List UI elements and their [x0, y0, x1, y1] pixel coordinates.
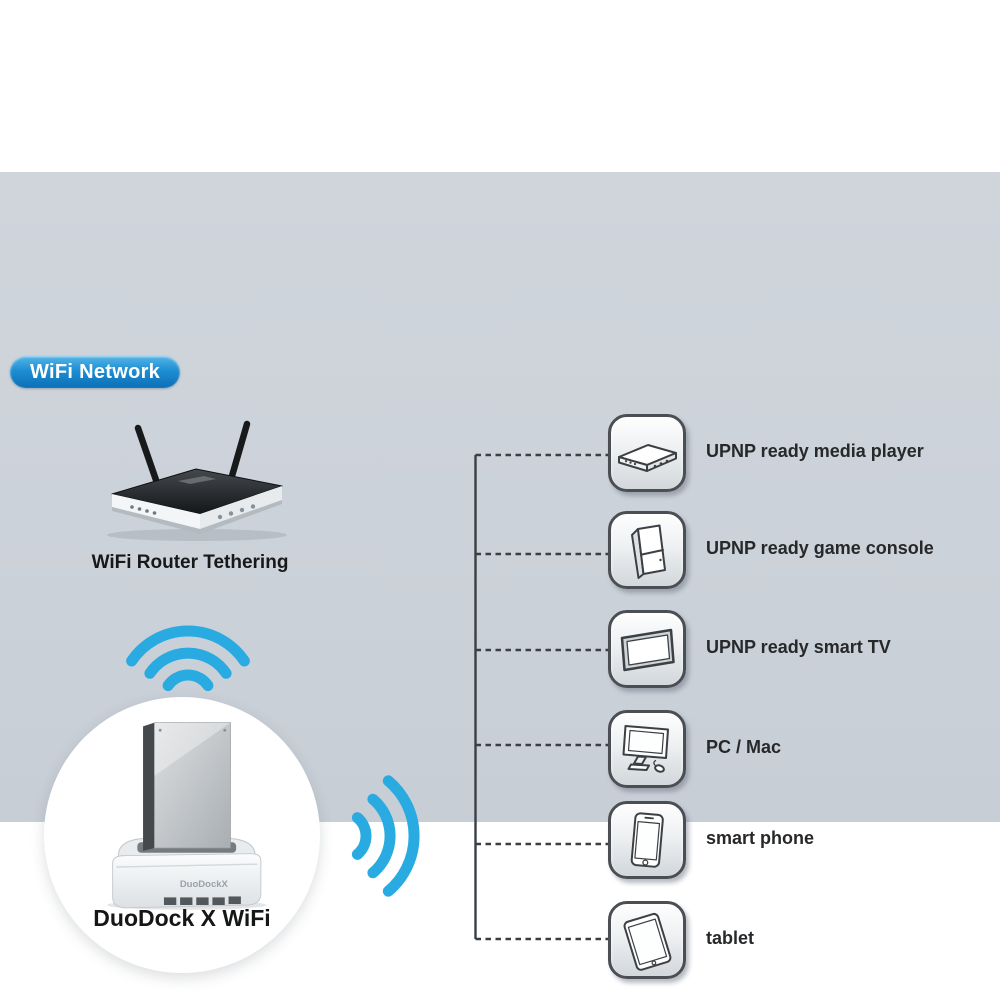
dock-brand-text: DuoDockX	[180, 879, 229, 890]
device-label-pc-mac: PC / Mac	[706, 737, 782, 757]
badge-label: WiFi Network	[30, 360, 161, 383]
wifi-waves-right-icon	[351, 775, 420, 897]
device-label-tablet: tablet	[706, 928, 755, 948]
smartphone-icon	[630, 812, 664, 868]
tablet-icon	[623, 912, 672, 971]
background-panel: WiFi Network WiFi Router Tethering	[0, 172, 1000, 979]
device-tile-pc-mac	[608, 710, 686, 788]
desktop-computer-icon	[622, 725, 669, 773]
device-label-game-console: UPNP ready game console	[706, 538, 934, 558]
device-tile-media-player	[608, 414, 686, 492]
router-label: WiFi Router Tethering	[91, 552, 289, 573]
wifi-waves-down-icon	[126, 625, 250, 692]
device-tile-smart-tv	[608, 610, 686, 688]
device-tile-tablet	[608, 901, 686, 979]
duodock-device-icon: DuoDockX	[106, 722, 267, 910]
device-tile-game-console	[608, 511, 686, 589]
smart-tv-icon	[620, 628, 675, 672]
duodock-circle: DuoDockX DuoDock X WiFi	[44, 697, 320, 973]
device-label-smart-phone: smart phone	[706, 828, 815, 848]
media-player-icon	[618, 444, 677, 472]
wifi-network-badge: WiFi Network	[10, 356, 181, 388]
device-label-media-player: UPNP ready media player	[706, 441, 924, 461]
wifi-router-icon	[107, 420, 287, 541]
connector-lines	[474, 453, 610, 941]
game-console-icon	[631, 524, 666, 579]
device-tile-smart-phone	[608, 801, 686, 879]
device-label-smart-tv: UPNP ready smart TV	[706, 637, 891, 657]
dock-label: DuoDock X WiFi	[93, 905, 271, 931]
